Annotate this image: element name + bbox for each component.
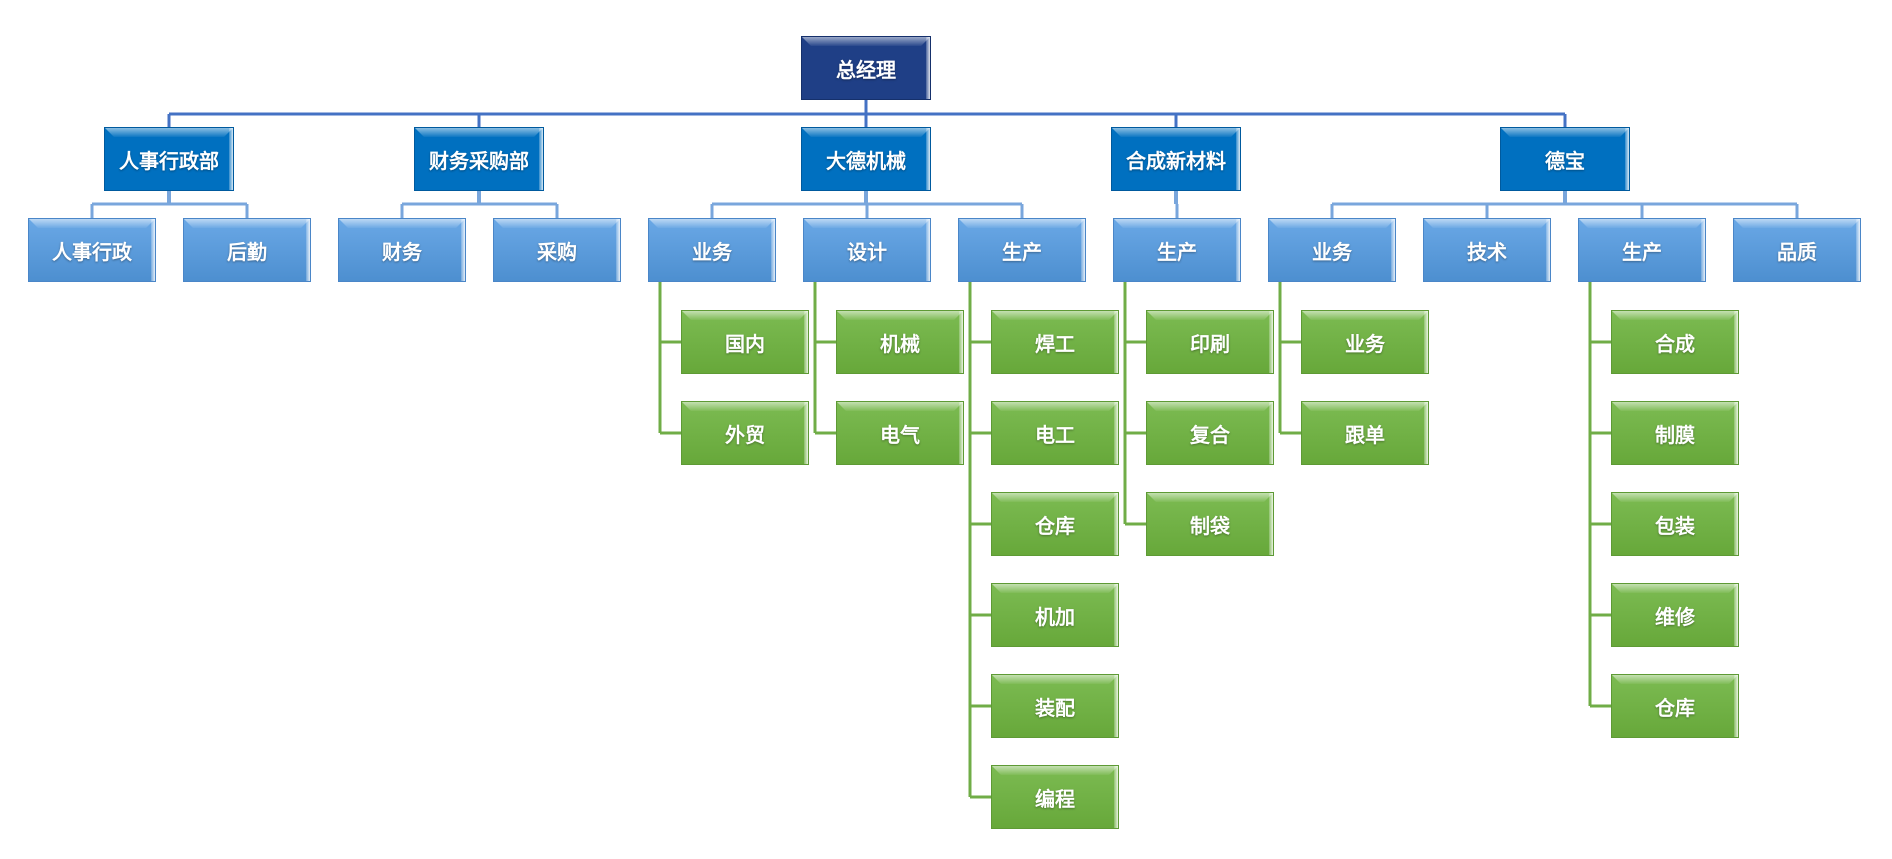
team-node[interactable]: 电工 — [991, 401, 1119, 465]
node-label: 业务 — [692, 239, 732, 264]
node-label: 编程 — [1035, 786, 1075, 811]
node-label: 业务 — [1312, 239, 1352, 264]
team-node[interactable]: 制膜 — [1611, 401, 1739, 465]
node-label: 生产 — [1002, 239, 1042, 264]
section-node[interactable]: 生产 — [1578, 218, 1706, 282]
department-node[interactable]: 财务采购部 — [414, 127, 544, 191]
team-node[interactable]: 仓库 — [1611, 674, 1739, 738]
team-node[interactable]: 机加 — [991, 583, 1119, 647]
team-node[interactable]: 制袋 — [1146, 492, 1274, 556]
node-label: 人事行政部 — [119, 148, 219, 173]
node-label: 跟单 — [1345, 422, 1385, 447]
node-label: 装配 — [1035, 695, 1075, 720]
team-node[interactable]: 包装 — [1611, 492, 1739, 556]
department-node[interactable]: 大德机械 — [801, 127, 931, 191]
section-node[interactable]: 财务 — [338, 218, 466, 282]
section-node[interactable]: 采购 — [493, 218, 621, 282]
node-label: 总经理 — [836, 57, 896, 82]
team-node[interactable]: 跟单 — [1301, 401, 1429, 465]
node-label: 国内 — [725, 331, 765, 356]
node-label: 财务采购部 — [429, 148, 529, 173]
team-node[interactable]: 装配 — [991, 674, 1119, 738]
node-label: 制膜 — [1655, 422, 1695, 447]
node-label: 合成新材料 — [1126, 148, 1226, 173]
node-label: 采购 — [537, 239, 577, 264]
node-label: 生产 — [1157, 239, 1197, 264]
section-node[interactable]: 生产 — [958, 218, 1086, 282]
section-node[interactable]: 设计 — [803, 218, 931, 282]
node-label: 生产 — [1622, 239, 1662, 264]
node-label: 仓库 — [1035, 513, 1075, 538]
section-node[interactable]: 生产 — [1113, 218, 1241, 282]
section-node[interactable]: 品质 — [1733, 218, 1861, 282]
team-node[interactable]: 焊工 — [991, 310, 1119, 374]
team-node[interactable]: 印刷 — [1146, 310, 1274, 374]
node-label: 德宝 — [1545, 148, 1585, 173]
department-node[interactable]: 人事行政部 — [104, 127, 234, 191]
department-node[interactable]: 德宝 — [1500, 127, 1630, 191]
section-node[interactable]: 人事行政 — [28, 218, 156, 282]
node-label: 后勤 — [227, 239, 267, 264]
team-node[interactable]: 外贸 — [681, 401, 809, 465]
section-node[interactable]: 业务 — [648, 218, 776, 282]
node-label: 机械 — [880, 331, 920, 356]
node-label: 印刷 — [1190, 331, 1230, 356]
node-label: 包装 — [1655, 513, 1695, 538]
node-label: 大德机械 — [826, 148, 906, 173]
node-label: 业务 — [1345, 331, 1385, 356]
node-label: 电气 — [880, 422, 920, 447]
section-node[interactable]: 后勤 — [183, 218, 311, 282]
node-label: 复合 — [1190, 422, 1230, 447]
node-label: 焊工 — [1035, 331, 1075, 356]
department-node[interactable]: 合成新材料 — [1111, 127, 1241, 191]
root-node[interactable]: 总经理 — [801, 36, 931, 100]
node-label: 外贸 — [725, 422, 765, 447]
node-label: 维修 — [1655, 604, 1695, 629]
node-label: 电工 — [1035, 422, 1075, 447]
node-label: 合成 — [1655, 331, 1695, 356]
node-label: 人事行政 — [52, 239, 132, 264]
team-node[interactable]: 维修 — [1611, 583, 1739, 647]
section-node[interactable]: 技术 — [1423, 218, 1551, 282]
node-label: 品质 — [1777, 239, 1817, 264]
team-node[interactable]: 仓库 — [991, 492, 1119, 556]
team-node[interactable]: 复合 — [1146, 401, 1274, 465]
node-label: 财务 — [382, 239, 422, 264]
section-node[interactable]: 业务 — [1268, 218, 1396, 282]
team-node[interactable]: 业务 — [1301, 310, 1429, 374]
node-label: 仓库 — [1655, 695, 1695, 720]
team-node[interactable]: 合成 — [1611, 310, 1739, 374]
node-label: 设计 — [847, 239, 887, 264]
team-node[interactable]: 国内 — [681, 310, 809, 374]
team-node[interactable]: 电气 — [836, 401, 964, 465]
node-label: 机加 — [1035, 604, 1075, 629]
team-node[interactable]: 机械 — [836, 310, 964, 374]
team-node[interactable]: 编程 — [991, 765, 1119, 829]
node-label: 制袋 — [1190, 513, 1230, 538]
node-label: 技术 — [1467, 239, 1507, 264]
